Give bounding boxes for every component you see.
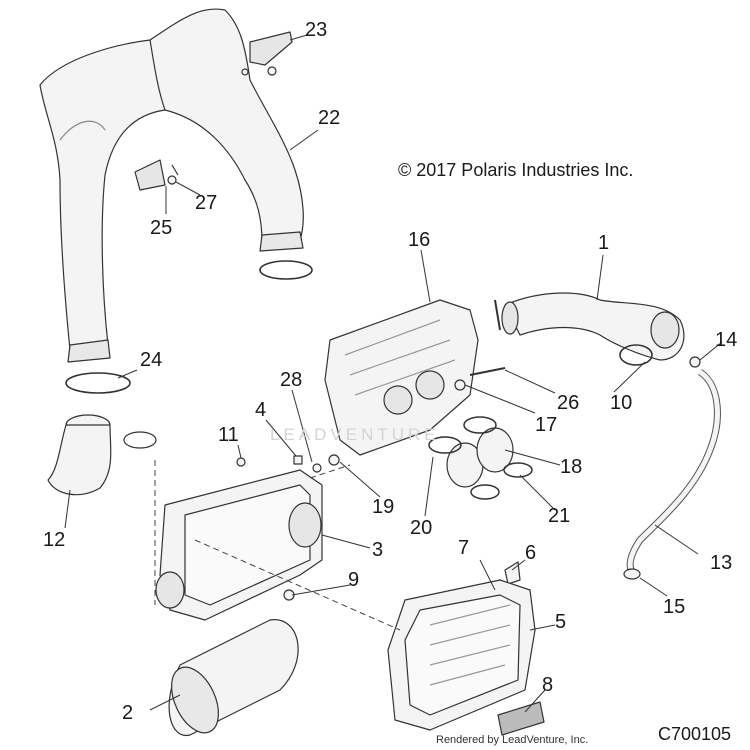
callout-18: 18 <box>560 456 583 478</box>
callout-5: 5 <box>555 611 567 633</box>
part-22-intake-duct <box>39 8 304 363</box>
callout-13: 13 <box>710 552 733 574</box>
callout-9: 9 <box>348 569 360 591</box>
part-8-label <box>497 701 545 736</box>
callout-26: 26 <box>557 392 580 414</box>
callout-2: 2 <box>122 702 134 724</box>
callout-24: 24 <box>140 349 163 371</box>
callout-6: 6 <box>525 542 537 564</box>
part-12-elbow <box>47 414 157 496</box>
callout-10: 10 <box>610 392 633 414</box>
part-17-grommet <box>454 379 466 391</box>
callout-1: 1 <box>598 232 610 254</box>
part-23-bracket <box>241 31 293 76</box>
callout-8: 8 <box>542 674 554 696</box>
part-1-outlet-tube <box>494 292 685 361</box>
callout-28: 28 <box>280 369 303 391</box>
part-19-grommet <box>328 454 340 466</box>
part-6-clip <box>504 561 521 585</box>
callout-16: 16 <box>408 229 431 251</box>
callout-23: 23 <box>305 19 328 41</box>
part-13-hose <box>626 369 721 574</box>
callout-11: 11 <box>218 424 239 446</box>
callout-12: 12 <box>43 529 66 551</box>
callout-19: 19 <box>372 496 395 518</box>
diagram-code: C700105 <box>658 724 732 744</box>
part-2-filter <box>168 619 299 736</box>
part-15-clamp <box>623 568 641 580</box>
part-18-couplers <box>428 416 533 500</box>
callout-14: 14 <box>715 329 738 351</box>
part-14-clip <box>689 356 701 368</box>
callout-4: 4 <box>255 399 267 421</box>
copyright-notice: © 2017 Polaris Industries Inc. <box>398 160 634 180</box>
part-11-screw <box>236 457 246 467</box>
part-24-clamp <box>65 372 131 394</box>
part-28-washer <box>312 463 322 473</box>
duct-clamp <box>259 260 313 280</box>
callout-3: 3 <box>372 539 384 561</box>
part-25-bracket <box>134 159 179 191</box>
callout-27: 27 <box>195 192 218 214</box>
part-5-cover <box>387 579 536 731</box>
callout-20: 20 <box>410 517 433 539</box>
part-4-nut <box>293 455 303 465</box>
part-16-airbox-lid <box>324 299 479 456</box>
callout-17: 17 <box>535 414 558 436</box>
callout-21: 21 <box>548 505 571 527</box>
callout-15: 15 <box>663 596 686 618</box>
callout-22: 22 <box>318 107 341 129</box>
watermark: LEADVENTURE <box>270 425 440 444</box>
part-26-bolt <box>469 367 506 376</box>
render-credit: Rendered by LeadVenture, Inc. <box>436 734 589 746</box>
part-10-clamp <box>619 344 653 366</box>
part-3-airbox-lower <box>155 469 323 621</box>
callout-25: 25 <box>150 217 173 239</box>
callout-7: 7 <box>458 537 470 559</box>
